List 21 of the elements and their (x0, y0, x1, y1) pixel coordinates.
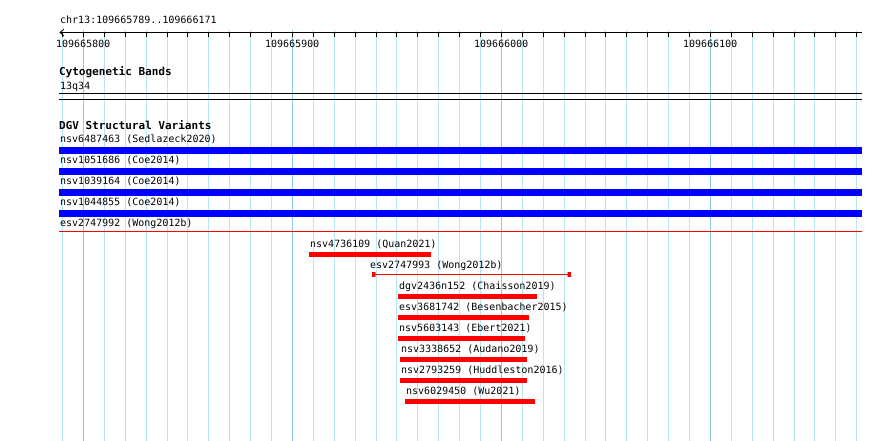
variant-label: nsv1044855 (Coe2014) (60, 197, 180, 208)
variant-label: nsv5603143 (Ebert2021) (399, 323, 532, 334)
variant-label: esv3681742 (Besenbacher2015) (399, 302, 568, 313)
variant-label: esv2747992 (Wong2012b) (60, 218, 192, 229)
variant-label: nsv1051686 (Coe2014) (60, 155, 180, 166)
tick-label: 109666100 (682, 39, 738, 50)
variant-label: nsv3338652 (Audano2019) (401, 344, 540, 355)
region-label: chr13:109665789..109666171 (60, 15, 217, 26)
tick-label: 109666000 (474, 39, 528, 50)
variant-label: nsv6029450 (Wu2021) (406, 386, 520, 397)
tick-label: 109665900 (264, 39, 320, 50)
variant-label: esv2747993 (Wong2012b) (370, 260, 502, 271)
variant-label: nsv4736109 (Quan2021) (310, 239, 436, 250)
variant-label: nsv2793259 (Huddleston2016) (401, 365, 564, 376)
band-label: 13q34 (60, 81, 90, 92)
track-title: DGV Structural Variants (59, 120, 212, 131)
variant-label: dgv2436n152 (Chaisson2019) (399, 281, 556, 292)
variant-label: nsv6487463 (Sedlazeck2020) (60, 134, 217, 145)
tick-label: 109665800 (56, 39, 110, 50)
track-title: Cytogenetic Bands (59, 66, 172, 77)
variant-label: nsv1039164 (Coe2014) (60, 176, 180, 187)
